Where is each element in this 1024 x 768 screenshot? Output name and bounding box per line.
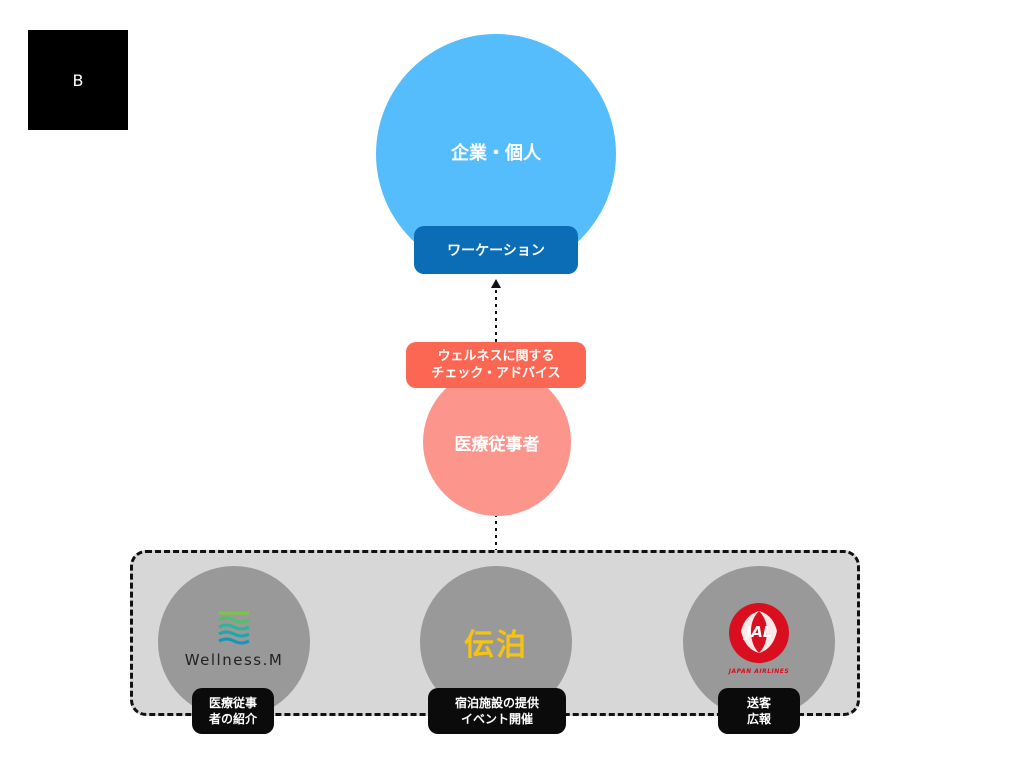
partner-label-denpaku: 宿泊施設の提供 イベント開催 [428, 688, 566, 734]
section-badge: B [28, 30, 128, 130]
top-node-tag-label: ワーケーション [447, 243, 545, 259]
middle-node-tag-line1: ウェルネスに関する [437, 349, 555, 364]
partner-label-wellness: 医療従事 者の紹介 [192, 688, 274, 734]
section-badge-label: B [72, 70, 84, 90]
partner-label-line2: 者の紹介 [208, 712, 257, 726]
crane-logo-icon: JAL [727, 601, 791, 665]
jal-logo-text: JAL [745, 623, 773, 641]
middle-node-tag: ウェルネスに関する チェック・アドバイス [406, 342, 586, 388]
partner-label-line1: 宿泊施設の提供 [454, 696, 539, 710]
partner-label-line2: 広報 [746, 712, 771, 726]
partner-label-line2: イベント開催 [460, 712, 533, 726]
partner-label-line1: 送客 [746, 696, 771, 710]
wellness-logo-text: Wellness.M [184, 651, 284, 669]
partner-label-jal: 送客 広報 [718, 688, 800, 734]
arrowhead-up [491, 279, 501, 288]
top-node-label: 企業・個人 [451, 143, 541, 164]
denpaku-logo-text: 伝泊 [464, 628, 528, 663]
waves-logo-icon [218, 611, 250, 645]
top-node-tag: ワーケーション [414, 226, 578, 274]
middle-node-tag-line2: チェック・アドバイス [431, 366, 561, 381]
partner-label-line1: 医療従事 [208, 696, 257, 710]
jal-logo-subtext: JAPAN AIRLINES [728, 668, 790, 675]
